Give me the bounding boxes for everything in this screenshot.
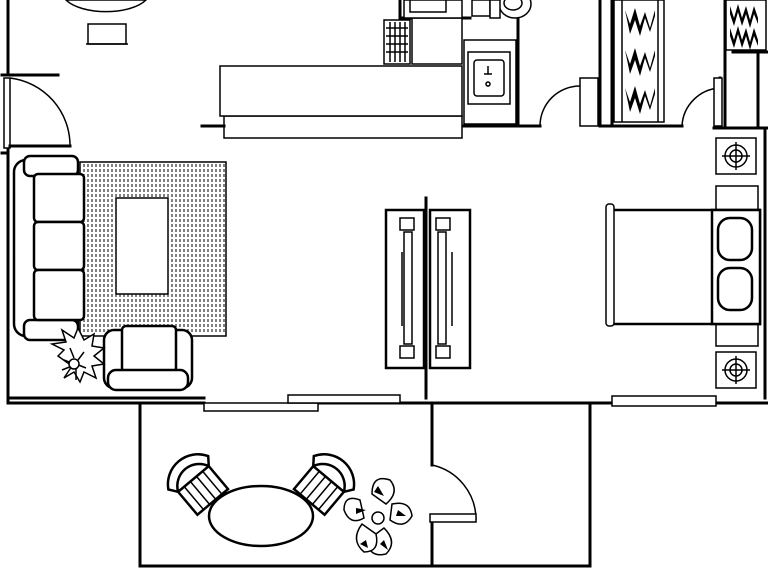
kitchen <box>219 0 532 125</box>
patio-chair-icon-2 <box>292 453 356 517</box>
closet-door <box>539 77 599 127</box>
bed-icon <box>605 185 762 347</box>
entry-door <box>3 77 72 149</box>
armchair-icon <box>102 324 194 392</box>
rug-icon <box>79 161 227 337</box>
patio-table-icon <box>207 484 315 548</box>
sofa-icon <box>12 154 86 342</box>
lamp-icon-2 <box>715 351 757 389</box>
lamp-icon <box>715 137 757 175</box>
stove-icon <box>383 17 463 65</box>
plant-icon <box>49 326 106 384</box>
wardrobe-right-icon <box>725 0 767 51</box>
wardrobe-icon <box>613 0 665 123</box>
bath-door <box>681 77 723 127</box>
dining-table <box>64 0 148 45</box>
cabinet-right <box>428 208 472 370</box>
windows <box>200 115 717 412</box>
cabinet-left <box>384 208 426 370</box>
sink-icon <box>463 39 517 125</box>
plant-icon-balcony <box>343 477 413 556</box>
storage-door <box>429 464 477 523</box>
patio-chair-icon <box>166 453 230 517</box>
toilet-icon <box>471 0 532 19</box>
